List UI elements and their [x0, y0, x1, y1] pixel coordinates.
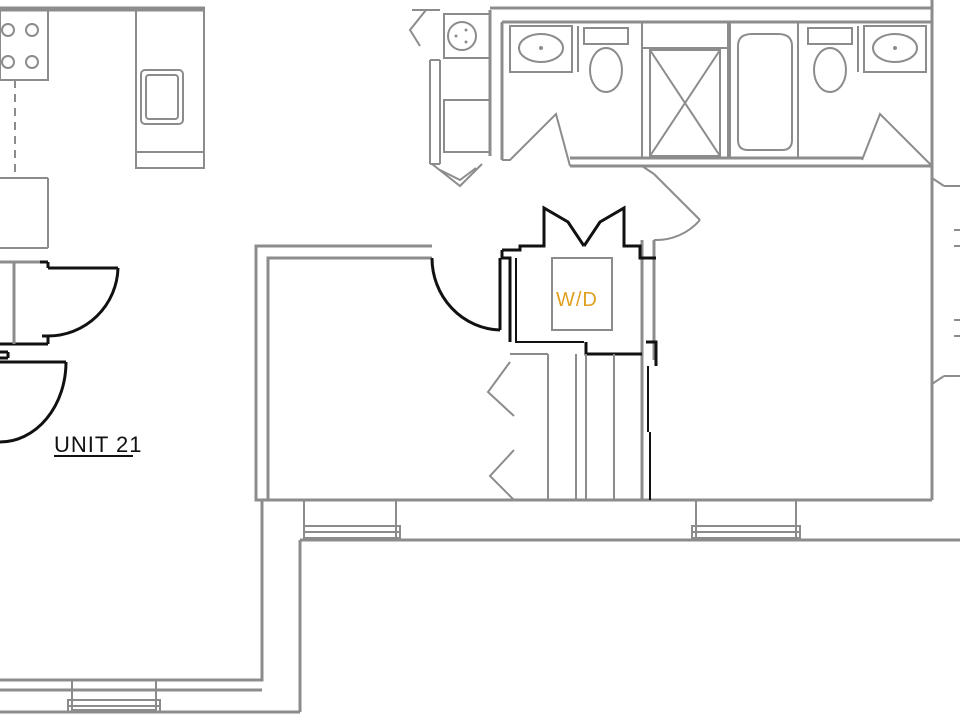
entry-closet	[0, 260, 120, 346]
toilet-left	[583, 27, 629, 93]
unit-label-text: UNIT 21	[54, 432, 143, 457]
bath-door-left	[502, 112, 571, 167]
hall-door	[640, 165, 701, 500]
unit-label: UNIT 21	[54, 432, 143, 457]
sink-right	[863, 25, 927, 73]
bedroom-walls	[0, 244, 960, 714]
bath-door-right	[861, 112, 933, 167]
bedroom-door	[430, 257, 502, 332]
kitchen-counter-left	[0, 9, 49, 249]
sink-left	[509, 25, 573, 73]
front-door-swing	[0, 350, 68, 444]
window-bedroom-1	[303, 499, 401, 539]
wd-label: W/D	[556, 289, 598, 311]
utility-closet	[408, 9, 492, 188]
kitchen-island-sink	[135, 9, 205, 169]
bathtub	[729, 21, 799, 159]
window-living	[691, 499, 801, 539]
linen-closet	[486, 353, 615, 501]
window-bottom-left	[67, 679, 161, 713]
window-right	[931, 177, 960, 385]
shower	[641, 21, 729, 159]
toilet-right	[807, 27, 853, 93]
bath-partitions	[577, 26, 859, 72]
